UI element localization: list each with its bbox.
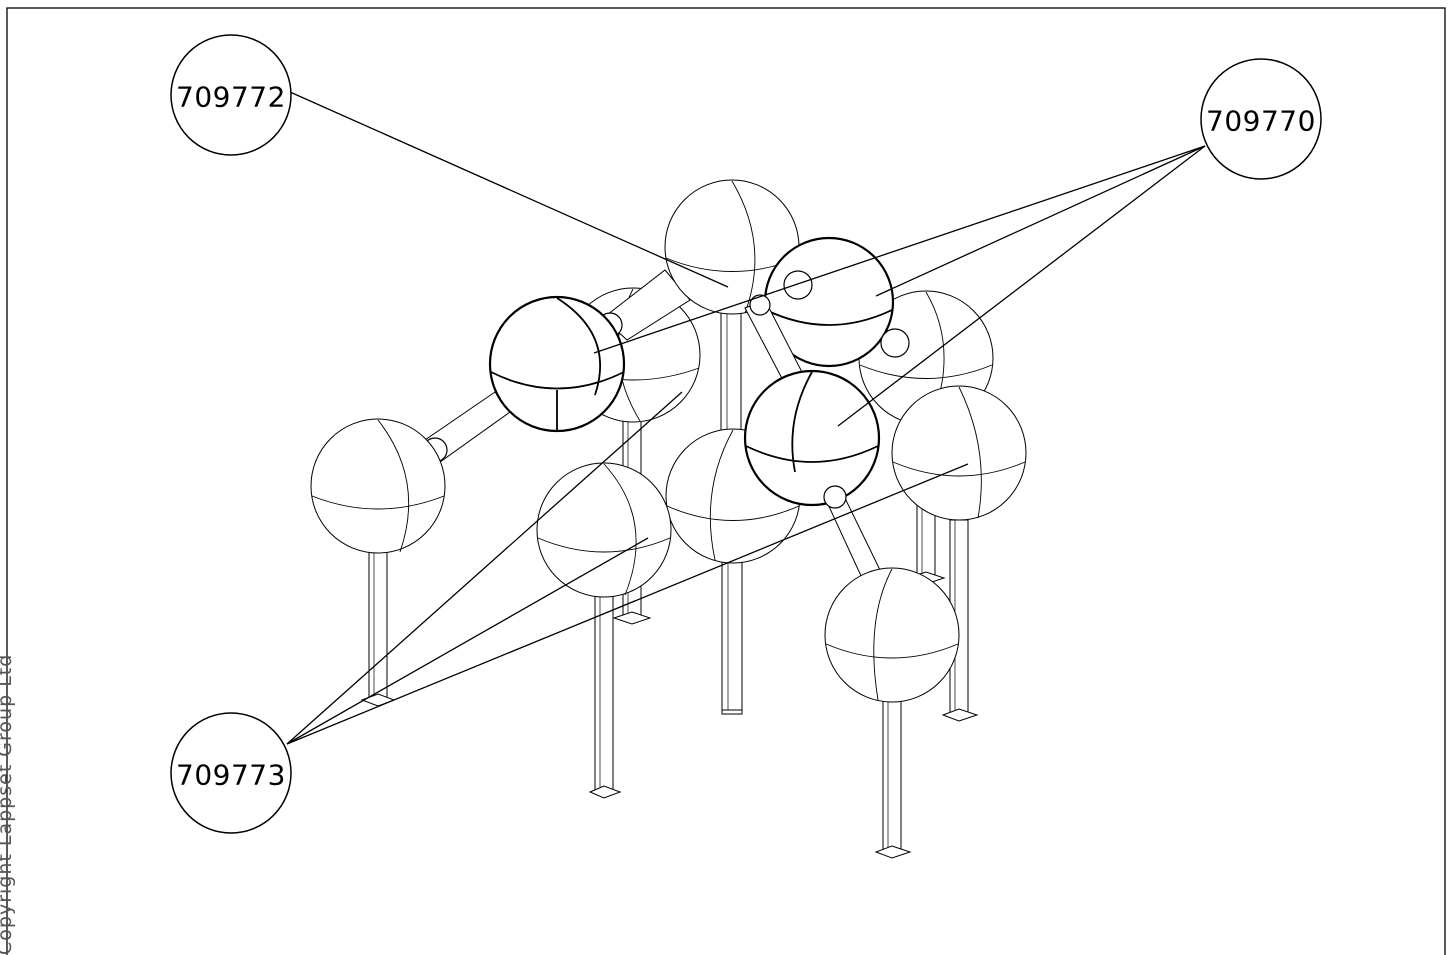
callout-709773: 709773 <box>170 712 292 834</box>
callout-bubble <box>170 34 292 156</box>
pole <box>720 299 742 451</box>
sphere <box>763 236 910 368</box>
leader-line <box>593 145 1206 354</box>
callout-label: 709772 <box>176 81 286 114</box>
sphere <box>488 295 626 433</box>
leader-line <box>286 463 969 745</box>
callout-label: 709770 <box>1206 105 1316 138</box>
copyright-notice: Copyright Lappset Group Ltd <box>0 653 16 955</box>
leader-line <box>286 391 683 745</box>
callout-bubble <box>170 712 292 834</box>
callout-709772: 709772 <box>170 34 292 156</box>
sphere <box>824 567 960 703</box>
pole <box>360 549 396 707</box>
drawing-frame <box>6 7 1446 955</box>
leader-line <box>286 537 649 745</box>
sphere <box>310 418 446 554</box>
sphere <box>536 462 672 598</box>
callout-label: 709773 <box>176 759 286 792</box>
sphere <box>891 385 1027 521</box>
playground-structure <box>310 179 1027 859</box>
callout-bubble <box>1200 58 1322 180</box>
pole <box>721 544 743 715</box>
leader-line <box>289 91 729 288</box>
pole <box>874 699 912 859</box>
sphere <box>743 369 881 507</box>
pole <box>588 594 622 799</box>
pole <box>941 519 979 722</box>
leader-line <box>837 145 1206 427</box>
leader-lines <box>286 91 1206 745</box>
pole <box>422 391 511 463</box>
leader-line <box>875 145 1206 297</box>
pole <box>823 485 881 579</box>
callout-709770: 709770 <box>1200 58 1322 180</box>
